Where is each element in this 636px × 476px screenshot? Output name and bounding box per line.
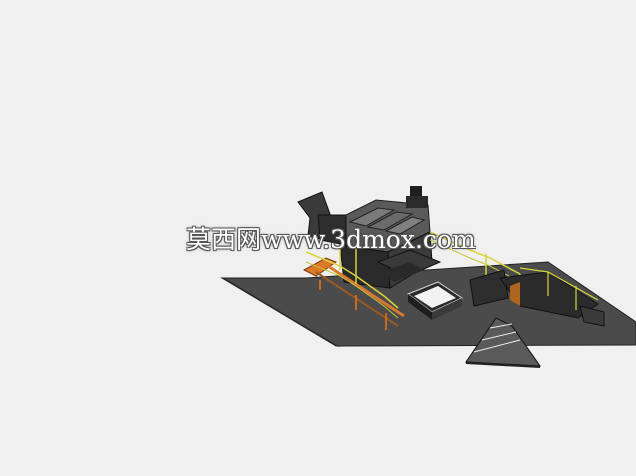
- orange-feeder: [302, 257, 338, 277]
- stair-slope: [465, 317, 541, 367]
- right-structure: [469, 269, 509, 307]
- railing-right: [429, 231, 521, 275]
- floor-edge: [222, 278, 340, 347]
